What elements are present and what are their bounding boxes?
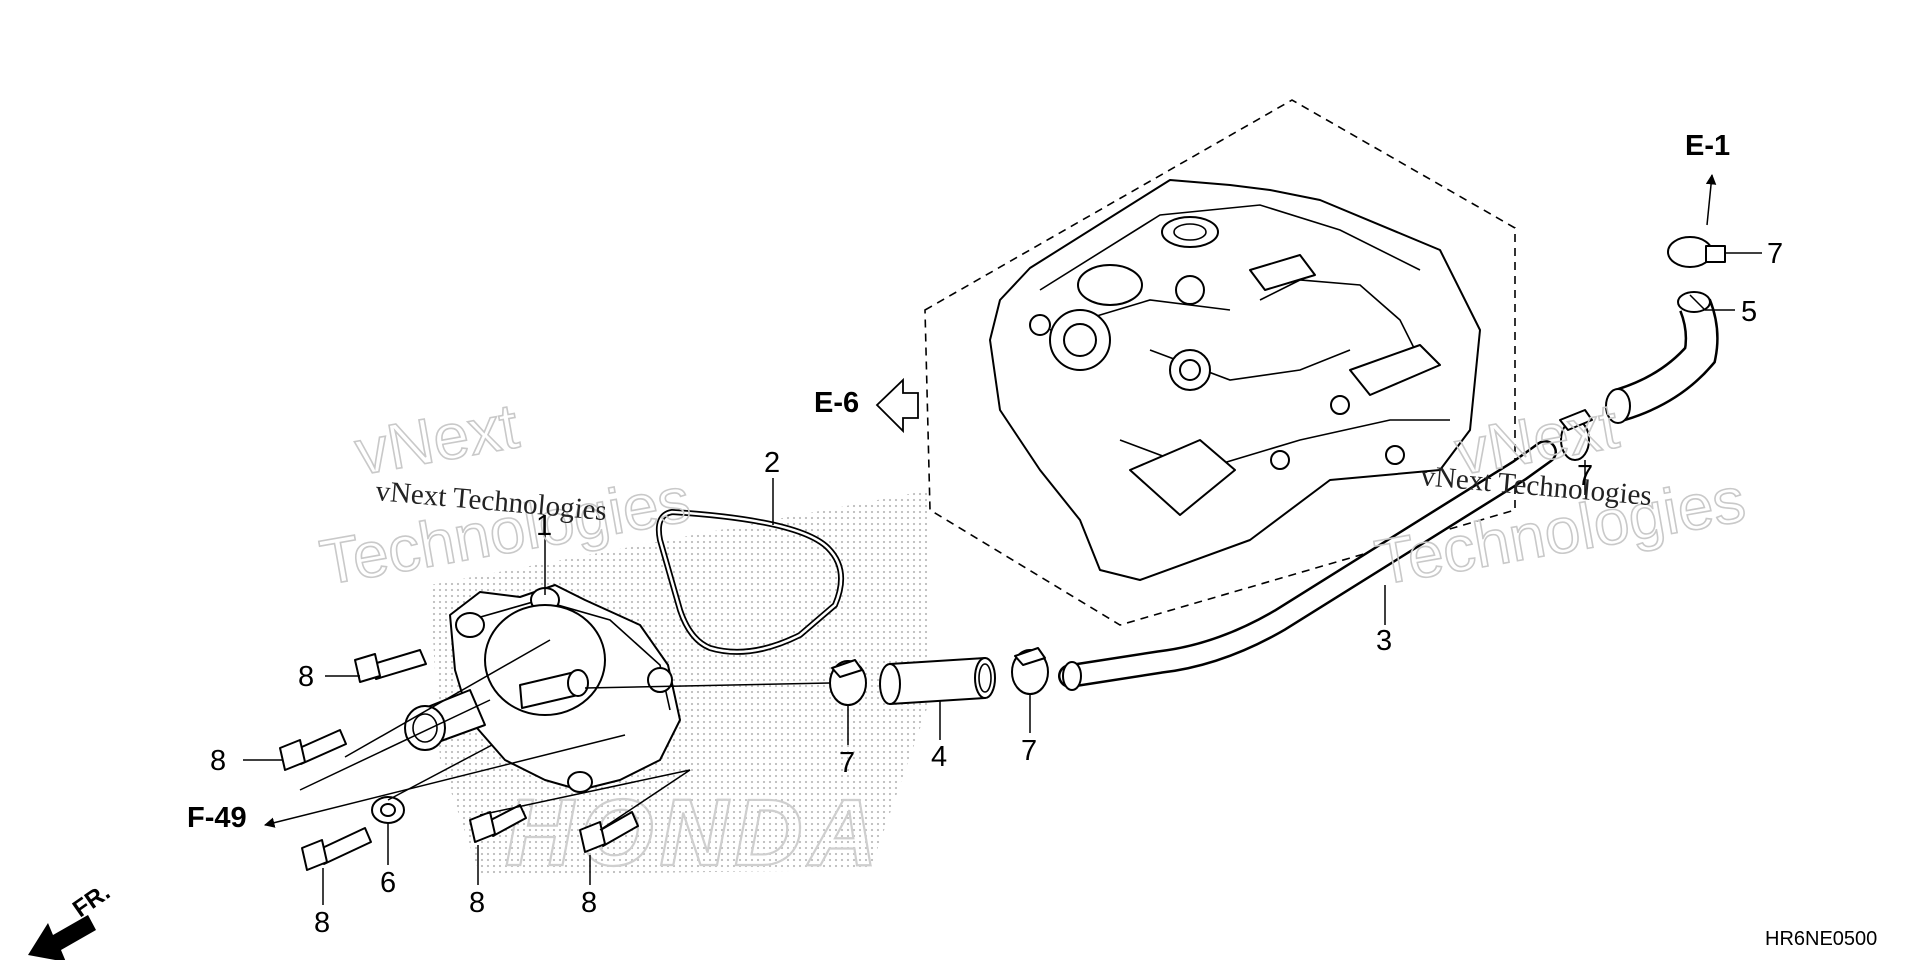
- hose-short: [879, 657, 996, 705]
- flange-bolt: [354, 649, 427, 683]
- callout-7: 7: [1577, 460, 1593, 492]
- callout-7: 7: [1767, 238, 1783, 270]
- callout-8: 8: [298, 661, 314, 693]
- callout-8: 8: [581, 887, 597, 919]
- callout-4: 4: [931, 741, 947, 773]
- hose-upper: [1605, 291, 1719, 424]
- flange-bolt: [301, 827, 372, 871]
- front-arrow-icon: [28, 915, 96, 960]
- callout-7: 7: [839, 747, 855, 779]
- ref-e1: E-1: [1685, 130, 1730, 162]
- hose-clamp: [829, 659, 867, 706]
- engine-case: [989, 179, 1481, 581]
- callout-8: 8: [469, 887, 485, 919]
- e6-arrow-icon: [875, 377, 919, 434]
- flange-bolt: [579, 811, 639, 853]
- hose-clamp: [1559, 409, 1593, 461]
- callout-8: 8: [210, 745, 226, 777]
- sealing-washer: [371, 796, 405, 824]
- water-pipe: [1058, 440, 1557, 691]
- ref-e6: E-6: [814, 387, 859, 419]
- ref-f49: F-49: [187, 802, 247, 834]
- flange-bolt: [469, 804, 527, 843]
- callout-7: 7: [1021, 735, 1037, 767]
- svg-text:vNext: vNext: [350, 389, 524, 488]
- flange-bolt: [279, 729, 347, 771]
- callout-5: 5: [1741, 296, 1757, 328]
- callout-8: 8: [314, 907, 330, 939]
- leader-lines: [243, 173, 1762, 905]
- engine-case-outline: [924, 99, 1516, 626]
- hose-clamp: [1667, 236, 1726, 268]
- callout-1: 1: [536, 510, 552, 542]
- callout-6: 6: [380, 867, 396, 899]
- diagram-code: HR6NE0500: [1765, 928, 1877, 950]
- callout-2: 2: [764, 447, 780, 479]
- hose-clamp: [1011, 647, 1049, 695]
- honda-watermark: HONDA: [505, 780, 883, 886]
- ref-fr: FR.: [68, 879, 115, 923]
- callout-3: 3: [1376, 625, 1392, 657]
- water-pump-cover: [404, 584, 681, 793]
